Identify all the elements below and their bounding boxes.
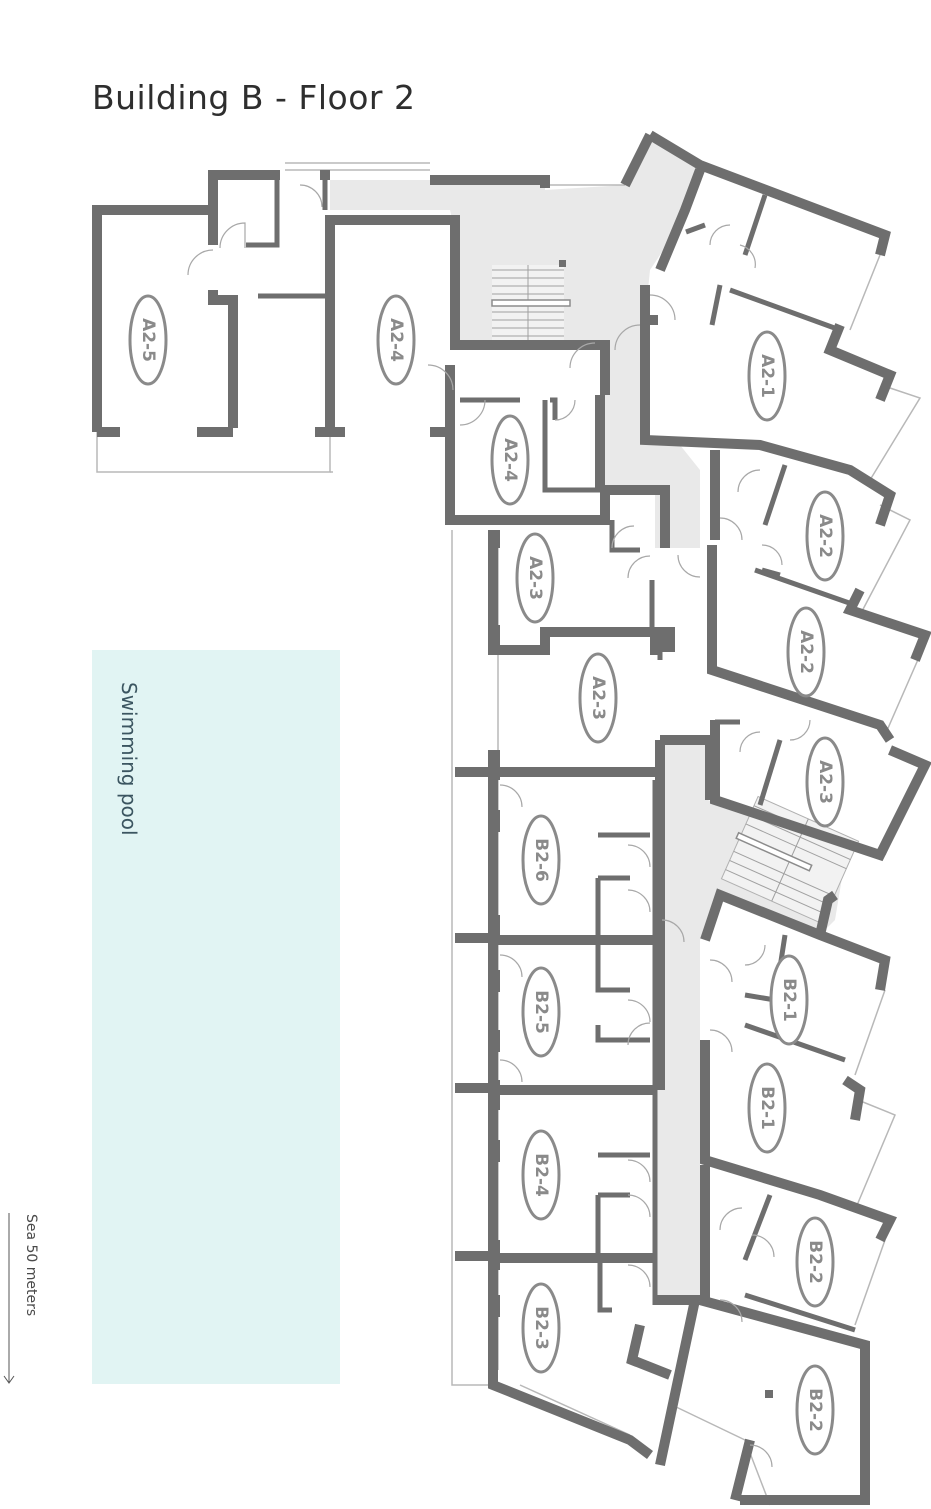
unit-label-text: B2-3 (531, 1306, 551, 1350)
unit-label-a24a: A2-4 (376, 294, 416, 386)
unit-label-b25: B2-5 (521, 966, 561, 1058)
unit-label-text: A2-3 (525, 556, 545, 600)
plan-title: Building B - Floor 2 (92, 78, 416, 117)
unit-label-b23: B2-3 (521, 1282, 561, 1374)
stair-upper (491, 260, 571, 340)
unit-label-b21a: B2-1 (769, 954, 809, 1046)
walls (92, 130, 931, 1505)
unit-label-a22a: A2-2 (805, 490, 845, 582)
unit-label-text: A2-1 (757, 354, 777, 398)
unit-label-b26: B2-6 (521, 814, 561, 906)
unit-label-text: A2-5 (138, 318, 158, 362)
unit-label-text: B2-4 (531, 1153, 551, 1197)
sea-label: Sea 50 meters (23, 1214, 39, 1316)
unit-label-text: B2-2 (805, 1388, 825, 1432)
sea-direction-indicator: Sea 50 meters (3, 1213, 39, 1384)
unit-label-a23a: A2-3 (515, 532, 555, 624)
pool-label: Swimming pool (117, 682, 141, 836)
unit-label-a24b: A2-4 (490, 414, 530, 506)
unit-label-a25: A2-5 (128, 294, 168, 386)
unit-label-text: A2-2 (796, 630, 816, 674)
unit-label-text: A2-3 (815, 760, 835, 804)
unit-label-text: A2-3 (588, 676, 608, 720)
columns (488, 530, 500, 1317)
unit-label-text: A2-2 (815, 514, 835, 558)
unit-label-text: B2-1 (779, 978, 799, 1022)
unit-label-text: A2-4 (500, 438, 520, 482)
unit-label-b24: B2-4 (521, 1129, 561, 1221)
unit-label-text: B2-6 (531, 838, 551, 882)
unit-label-text: B2-2 (805, 1240, 825, 1284)
unit-label-b22a: B2-2 (795, 1216, 835, 1308)
unit-label-text: B2-1 (757, 1086, 777, 1130)
unit-label-text: A2-4 (386, 318, 406, 362)
unit-label-b22b: B2-2 (795, 1364, 835, 1456)
unit-label-a23c: A2-3 (805, 736, 845, 828)
unit-label-a23b: A2-3 (578, 652, 618, 744)
unit-label-text: B2-5 (531, 990, 551, 1034)
unit-label-a22b: A2-2 (786, 606, 826, 698)
unit-label-a21: A2-1 (747, 330, 787, 422)
unit-label-b21b: B2-1 (747, 1062, 787, 1154)
door-swings (187, 184, 811, 1468)
swimming-pool (92, 650, 340, 1384)
